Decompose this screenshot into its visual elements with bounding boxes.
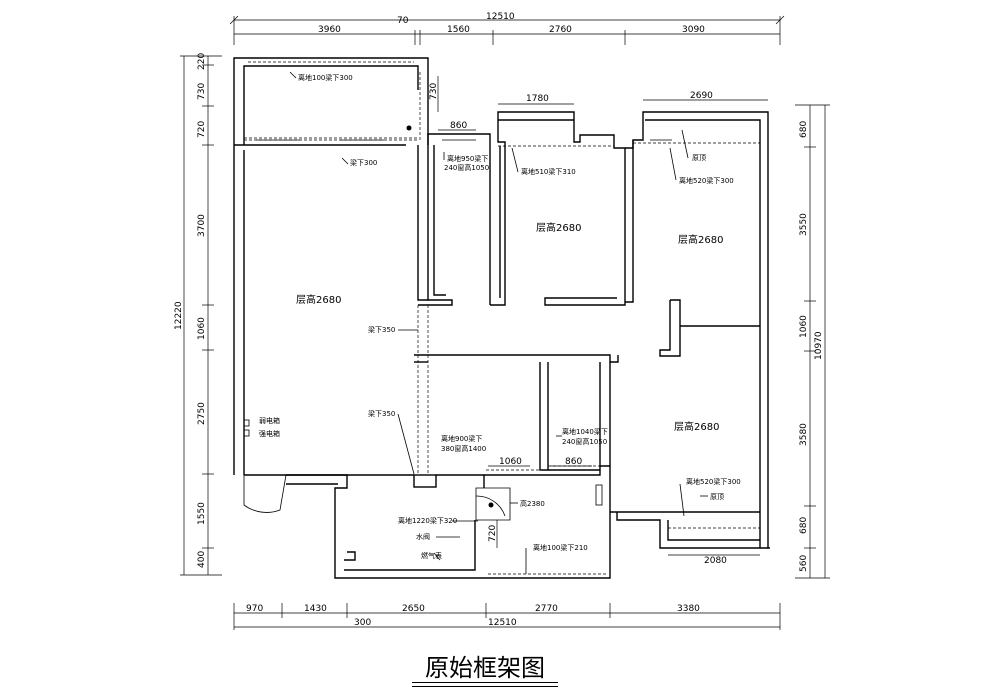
note-window-900: 离地900梁下 [441,434,482,443]
top-seg-5: 3090 [682,25,705,35]
note-strong-box: 强电箱 [259,429,280,438]
top-seg-1: 3960 [318,25,341,35]
room-labels: 层高2680 层高2680 层高2680 层高2680 [296,221,723,433]
dim-1780: 1780 [526,94,549,104]
left-seg-6: 2750 [197,402,207,425]
dim-2080: 2080 [704,556,727,566]
dim-730-inner: 730 [429,83,439,100]
note-window-510: 离地510梁下310 [521,167,576,176]
drawing-title: 原始框架图 [425,654,545,682]
annotations: 离地100梁下300 梁下300 离地950梁下 240窗高1050 离地510… [259,71,741,574]
note-gas-meter: 燃气表 [421,551,442,560]
right-seg-5: 680 [799,517,809,534]
note-window-1220: 离地1220梁下320 [398,516,457,525]
right-seg-6: 560 [799,555,809,572]
bottom-extra-label: 300 [354,618,371,628]
walls [233,57,770,579]
room-mid-bedroom-label: 层高2680 [536,221,581,234]
bottom-seg-3: 2650 [402,604,425,614]
room-right-bedroom-label: 层高2680 [678,233,723,246]
note-balcony: 离地100梁下300 [298,73,353,82]
left-seg-8: 400 [197,551,207,568]
left-seg-7: 1550 [197,502,207,525]
left-seg-2: 730 [197,83,207,100]
title-underline [412,682,558,683]
right-total-label: 10970 [814,331,824,360]
inner-dimensions: 1780 2690 860 860 1060 2080 730 720 [429,76,768,566]
note-window-950: 离地950梁下 [447,154,488,163]
room-bottom-right-label: 层高2680 [674,420,719,433]
bottom-seg-1: 970 [246,604,263,614]
left-seg-4: 3700 [197,214,207,237]
room-living-label: 层高2680 [296,293,341,306]
left-seg-1: 220 [197,53,207,70]
right-seg-1: 680 [799,121,809,138]
note-window-950b: 240窗高1050 [444,163,489,172]
bottom-dimension-chain: 970 1430 2650 2770 3380 12510 300 [233,603,781,630]
dim-1060: 1060 [499,457,522,467]
dim-860-top: 860 [450,121,467,131]
note-window-1040b: 240窗高1050 [562,437,607,446]
dim-2690: 2690 [690,91,713,101]
bottom-seg-4: 2770 [535,604,558,614]
note-window-900b: 380窗高1400 [441,444,486,453]
note-water-valve: 水阀 [416,532,430,541]
right-seg-3: 1060 [799,315,809,338]
bottom-seg-5: 3380 [677,604,700,614]
top-seg-2: 70 [397,16,409,26]
right-seg-2: 3550 [799,213,809,236]
note-window-520-bottom: 离地520梁下300 [686,477,741,486]
left-seg-5: 1060 [197,317,207,340]
note-beam-350-a: 梁下350 [368,325,395,334]
top-total-label: 12510 [486,12,515,22]
note-original-bottom: 原顶 [710,493,724,501]
left-dimension-chain: 12220 220 730 720 3700 1060 2750 1550 40… [174,53,222,576]
note-window-100: 离地100梁下210 [533,543,588,552]
right-dimension-chain: 680 3550 1060 3580 680 560 10970 [795,104,830,579]
bottom-total-label: 12510 [488,618,517,628]
right-seg-4: 3580 [799,423,809,446]
note-original-top: 原顶 [692,154,706,162]
left-total-label: 12220 [174,301,184,330]
bottom-seg-2: 1430 [304,604,327,614]
note-beam-300: 梁下300 [350,158,377,167]
top-dimension-chain: 12510 3960 70 1560 2760 3090 [229,12,785,45]
note-height-2380: 高2380 [520,499,545,508]
note-window-520-top: 离地520梁下300 [679,176,734,185]
title-underline-second [412,686,558,687]
note-window-1040: 离地1040梁下 [562,427,608,436]
note-weak-box: 弱电箱 [259,416,280,425]
dim-860-bottom: 860 [565,457,582,467]
dim-720-inner: 720 [488,525,498,542]
top-seg-3: 1560 [447,25,470,35]
note-beam-350-b: 梁下350 [368,409,395,418]
left-seg-3: 720 [197,121,207,138]
top-seg-4: 2760 [549,25,572,35]
